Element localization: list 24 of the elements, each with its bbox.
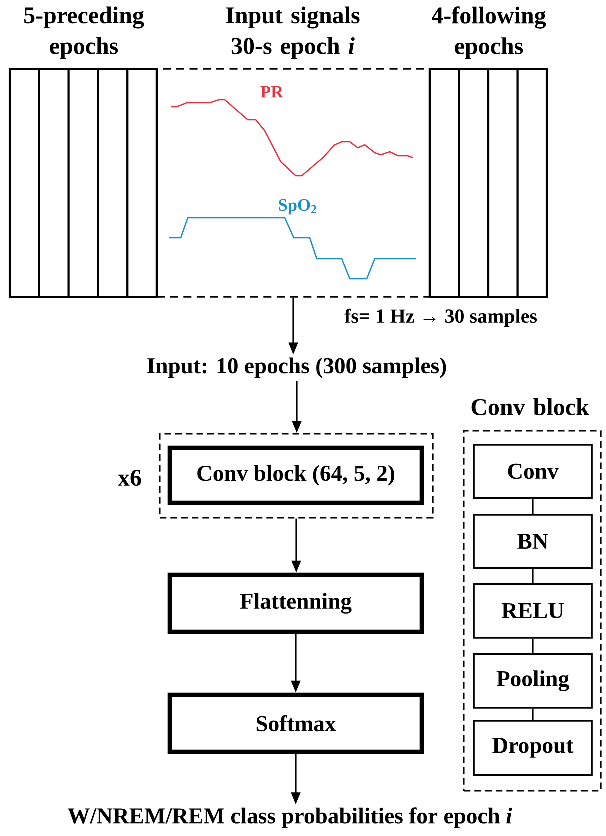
node-label: x6	[118, 470, 142, 486]
node-label: Conv block	[472, 398, 590, 416]
connector-line	[532, 498, 534, 514]
node-label: 4-following epochs	[432, 6, 546, 60]
connector-line	[532, 708, 534, 720]
node-label: Input signals 30-s epoch i	[226, 6, 360, 60]
flow-text: W/NREM/REM class probabilities for epoch i	[68, 808, 512, 828]
signal-label: SpO$_{2}$	[279, 199, 317, 215]
layer-box: RELU	[473, 583, 593, 639]
layer-box: Conv	[473, 444, 593, 499]
note-text: fs= 1 Hz → 30 samples	[344, 308, 538, 328]
node-label: 5-preceding epochs	[24, 6, 144, 60]
signal-label: PR	[260, 86, 284, 98]
layer-box: Conv block (64, 5, 2)	[168, 446, 424, 506]
epoch-strips-box: 5-preceding epochs	[8, 6, 158, 298]
layer-box: Dropout	[473, 720, 593, 776]
flow-text: Input: 10 epochs (300 samples)	[148, 358, 446, 378]
layer-box: Pooling	[473, 653, 593, 709]
epoch-strips-box: 4-following epochs	[428, 6, 548, 298]
layer-box: Softmax	[168, 692, 424, 754]
connector-line	[532, 638, 534, 654]
layer-box: BN	[473, 514, 593, 569]
layer-box: Flattenning	[168, 572, 424, 634]
connector-line	[532, 568, 534, 584]
